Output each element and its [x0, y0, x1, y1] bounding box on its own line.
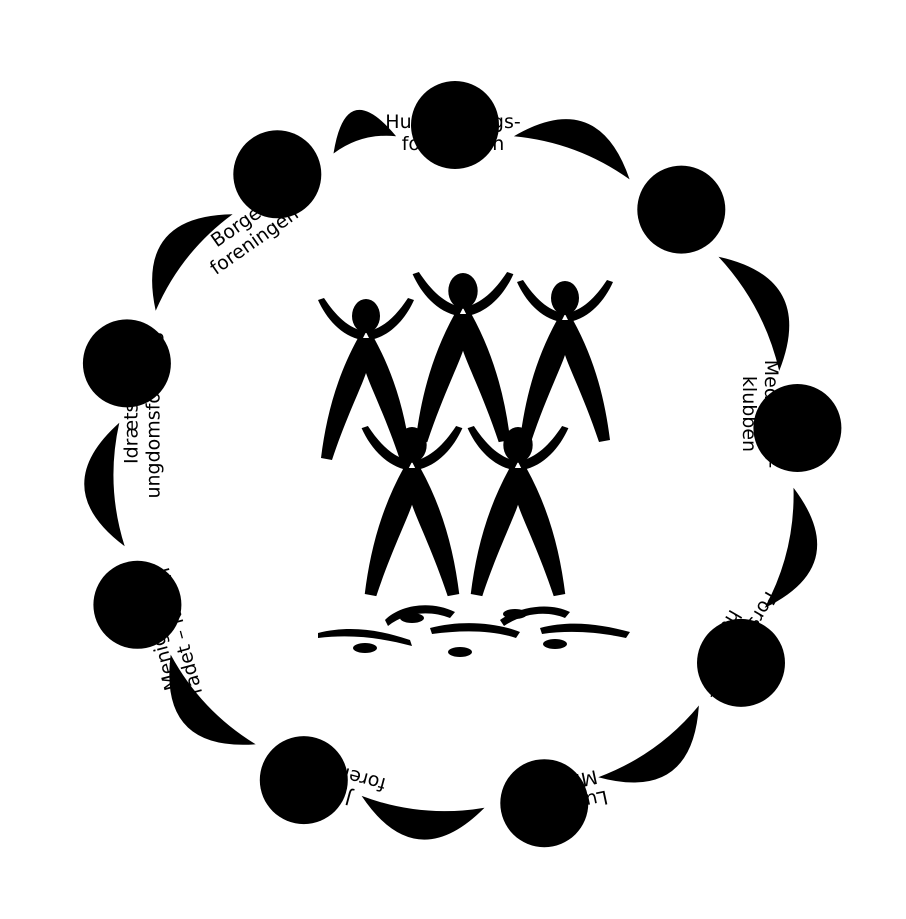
center-figures-group	[318, 272, 630, 657]
label-husholdningsforeningen: Husholdnings- foreningen	[363, 111, 543, 155]
ground-shadow-4	[540, 624, 630, 638]
figure-top-left-head	[352, 299, 380, 333]
figure-bottom-left-body	[365, 468, 460, 596]
shadow-spot-3	[400, 613, 424, 623]
shadow-spot-1	[448, 647, 472, 657]
shadow-spot-2	[543, 639, 567, 649]
figure-top-center-head	[448, 273, 477, 309]
people-seats-group	[83, 81, 842, 847]
figure-bottom-right	[468, 426, 569, 596]
shadow-spot-4	[503, 609, 527, 619]
label-idraets-og-ungdomsforening: Idræts- og ungdomsforening	[121, 328, 165, 503]
figure-top-right-head	[551, 281, 579, 315]
figure-top-left-body	[321, 338, 411, 460]
figure-top-right-body	[520, 320, 610, 442]
seat-body-6	[84, 423, 124, 547]
figure-top-right	[517, 280, 613, 442]
figure-top-center	[413, 272, 514, 442]
figure-top-center-body	[416, 314, 511, 442]
figure-bottom-right-body	[471, 468, 566, 596]
ground-shadow-2	[430, 623, 520, 638]
figure-bottom-right-head	[503, 427, 532, 463]
figure-bottom-left	[362, 426, 463, 596]
figure-bottom-left-head	[397, 427, 426, 463]
label-medborgerklubben: Medborger- klubben	[738, 339, 782, 489]
shadow-spot-0	[353, 643, 377, 653]
